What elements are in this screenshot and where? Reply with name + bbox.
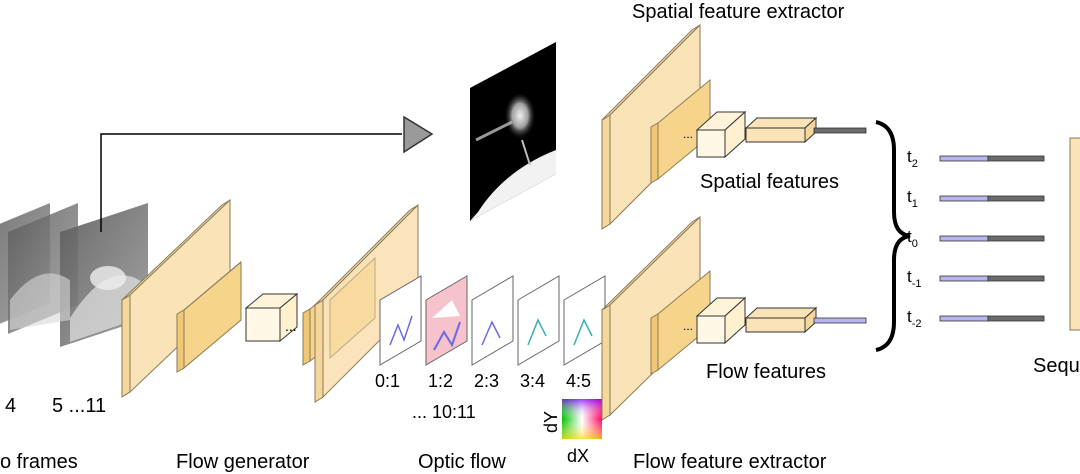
spatial-feature-extractor: ...: [601, 23, 867, 230]
optic-flow-tiles: [379, 275, 606, 366]
flow-feature-vector: [813, 317, 867, 324]
time-step-row: [939, 275, 1045, 282]
video-frames-stack: [0, 203, 148, 347]
spatial-feature-vector: [813, 127, 867, 134]
flow-pair-label: 0:1: [375, 371, 400, 391]
time-step-label: t0: [907, 227, 918, 250]
sequence-model-block: [1069, 137, 1080, 331]
sequence-model-label: Sequ: [1033, 355, 1080, 377]
flow-pair-label: 1:2: [428, 371, 453, 391]
spatial-input-frame: [470, 42, 556, 221]
colorwheel-dy-label: dY: [541, 411, 561, 433]
feature-block: [745, 127, 806, 143]
frame-fly-silhouette: [10, 273, 70, 330]
feature-block: [696, 129, 726, 158]
flow-tile-0-1: [379, 275, 422, 366]
spatial-features-label: Spatial features: [700, 171, 839, 193]
flow-tile-4-5: [563, 275, 606, 366]
flow-feature-extractor: ...: [601, 215, 867, 421]
colorwheel-dx-label: dX: [567, 446, 589, 466]
more-flow-pairs-label: ... 10:11: [412, 402, 476, 422]
time-step-label: t2: [907, 147, 918, 170]
flow-generator: ...: [121, 198, 419, 403]
time-step-label: t-1: [907, 267, 922, 290]
extractor-ellipsis: ...: [683, 319, 693, 333]
bottleneck-ellipsis: ...: [285, 318, 297, 334]
time-step-row: [939, 155, 1045, 162]
flow-extractor-label: Flow feature extractor: [633, 451, 827, 473]
time-step-row: [939, 315, 1045, 322]
frame-label-5-11: 5 ...11: [52, 395, 106, 417]
flow-tile-1-2: [425, 275, 468, 366]
time-step-row: [939, 195, 1045, 202]
merge-brace: [875, 120, 911, 352]
frame-label-4: 4: [5, 395, 16, 417]
bottleneck-block: [245, 307, 281, 342]
flow-pair-label: 2:3: [474, 371, 499, 391]
extractor-ellipsis: ...: [683, 127, 693, 141]
frame-to-spatial-connector: [100, 133, 402, 232]
flow-generator-label: Flow generator: [176, 451, 310, 473]
flow-colorwheel: [562, 399, 602, 439]
flow-tile-3-4: [517, 275, 560, 366]
time-step-label: t1: [907, 187, 918, 210]
frame-fly-silhouette: [90, 266, 126, 290]
feature-block: [745, 317, 806, 333]
time-step-vectors: [939, 155, 1045, 322]
flow-features-label: Flow features: [706, 361, 826, 383]
frame-fly-silhouette: [70, 275, 146, 342]
optic-flow-label: Optic flow: [418, 451, 506, 473]
time-step-row: [939, 235, 1045, 242]
time-step-label: t-2: [907, 307, 922, 330]
flow-pair-label: 3:4: [520, 371, 545, 391]
arrow-head-triangle: [403, 115, 434, 154]
spatial-extractor-label: Spatial feature extractor: [632, 1, 845, 23]
flow-pair-label: 4:5: [566, 371, 591, 391]
feature-block: [696, 315, 726, 344]
flow-tile-2-3: [471, 275, 514, 366]
video-frames-label: o frames: [0, 451, 78, 473]
